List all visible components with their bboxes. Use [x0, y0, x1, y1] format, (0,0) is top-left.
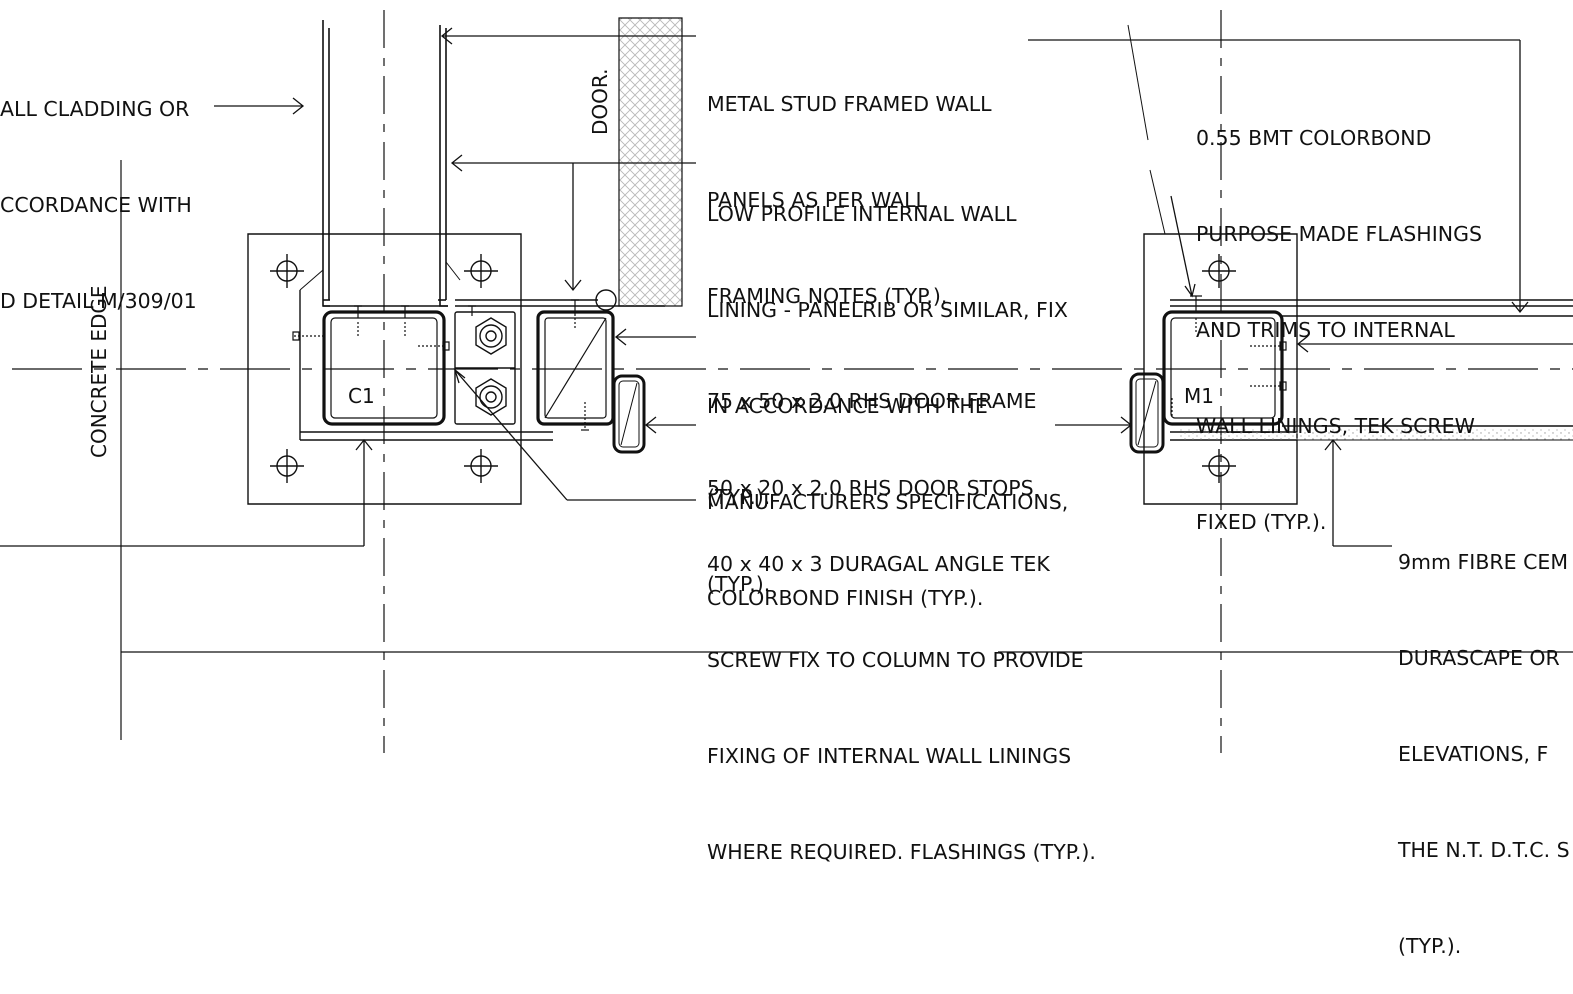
- note-line: COLORBOND FINISH (TYP.).: [707, 586, 984, 610]
- note-angle: 40 x 40 x 3 DURAGAL ANGLE TEK SCREW FIX …: [707, 484, 1096, 900]
- note-line: ELEVATIONS, F: [1398, 742, 1549, 766]
- note-line: SCREW FIX TO COLUMN TO PROVIDE: [707, 648, 1084, 672]
- grid-lines: [12, 10, 1573, 753]
- slope-lines: [1128, 25, 1165, 234]
- note-line: THE N.T. D.T.C. S: [1398, 838, 1570, 862]
- note-metal-stud: METAL STUD FRAMED WALL PANELS AS PER WAL…: [707, 24, 992, 344]
- note-door-frame: 75 x 50 x 2.0 RHS DOOR FRAME (TYP.).: [707, 321, 1037, 545]
- door-stop-c1: [614, 376, 644, 452]
- anchor-bolts-c1: [270, 254, 498, 483]
- note-line: IN ACCORDANCE WITH THE: [707, 394, 988, 418]
- fibre-cement-sheet: [1180, 428, 1573, 440]
- note-line: FIXING OF INTERNAL WALL LININGS: [707, 744, 1072, 768]
- note-line: (TYP.).: [1398, 934, 1462, 958]
- note-line: 75 x 50 x 2.0 RHS DOOR FRAME: [707, 389, 1037, 413]
- column-c1: [324, 312, 444, 424]
- note-cladding: ALL CLADDING OR CCORDANCE WITH D DETAIL …: [0, 29, 197, 349]
- note-low-profile-lining: LOW PROFILE INTERNAL WALL LINING - PANEL…: [707, 134, 1068, 646]
- note-line: 50 x 20 x 2.0 RHS DOOR STOPS: [707, 476, 1034, 500]
- note-line: AND TRIMS TO INTERNAL: [1196, 318, 1455, 342]
- note-line: 0.55 BMT COLORBOND: [1196, 126, 1432, 150]
- note-line: MANUFACTURERS SPECIFICATIONS,: [707, 490, 1069, 514]
- note-line: WHERE REQUIRED. FLASHINGS (TYP.).: [707, 840, 1096, 864]
- note-line: FIXED (TYP.).: [1196, 510, 1327, 534]
- column-m1: [1164, 312, 1282, 424]
- detail-drawing: [0, 0, 1573, 753]
- note-line: 9mm FIBRE CEM: [1398, 550, 1569, 574]
- note-line: FRAMING NOTES (TYP.).: [707, 284, 948, 308]
- door-leaf: [619, 18, 682, 306]
- flashing-m1: [1170, 300, 1573, 426]
- column-tag-m1: M1: [1184, 384, 1214, 408]
- door-label: DOOR.: [588, 68, 612, 135]
- note-line: WALL LININGS, TEK SCREW: [1196, 414, 1475, 438]
- wall-panel-c1: [300, 20, 460, 306]
- arrowheads: [293, 28, 1528, 450]
- anchor-bolts-m1: [1202, 254, 1236, 483]
- note-flashings: 0.55 BMT COLORBOND PURPOSE MADE FLASHING…: [1196, 58, 1482, 570]
- leaders: [0, 36, 1573, 546]
- note-line: METAL STUD FRAMED WALL: [707, 92, 992, 116]
- note-line: LOW PROFILE INTERNAL WALL: [707, 202, 1017, 226]
- note-fibre-cement: 9mm FIBRE CEM DURASCAPE OR ELEVATIONS, F…: [1398, 482, 1570, 994]
- concrete-edge-label: CONCRETE EDGE: [87, 285, 111, 458]
- note-line: D DETAIL M/309/01: [0, 289, 197, 313]
- note-line: DURASCAPE OR: [1398, 646, 1560, 670]
- note-line: CCORDANCE WITH: [0, 193, 192, 217]
- note-line: (TYP.).: [707, 572, 771, 596]
- tek-screws-c1: [293, 300, 589, 430]
- note-line: PANELS AS PER WALL: [707, 188, 927, 212]
- note-line: 40 x 40 x 3 DURAGAL ANGLE TEK: [707, 552, 1050, 576]
- note-line: LINING - PANELRIB OR SIMILAR, FIX: [707, 298, 1068, 322]
- column-tag-c1: C1: [348, 384, 375, 408]
- note-line: PURPOSE MADE FLASHINGS: [1196, 222, 1482, 246]
- angle-block-c1: [455, 300, 520, 424]
- base-plate-c1: [248, 234, 553, 504]
- note-line: ALL CLADDING OR: [0, 97, 190, 121]
- note-line: (TYP.).: [707, 485, 771, 509]
- note-door-stops: 50 x 20 x 2.0 RHS DOOR STOPS (TYP.).: [707, 408, 1034, 632]
- door-stop-m1: [1131, 374, 1163, 452]
